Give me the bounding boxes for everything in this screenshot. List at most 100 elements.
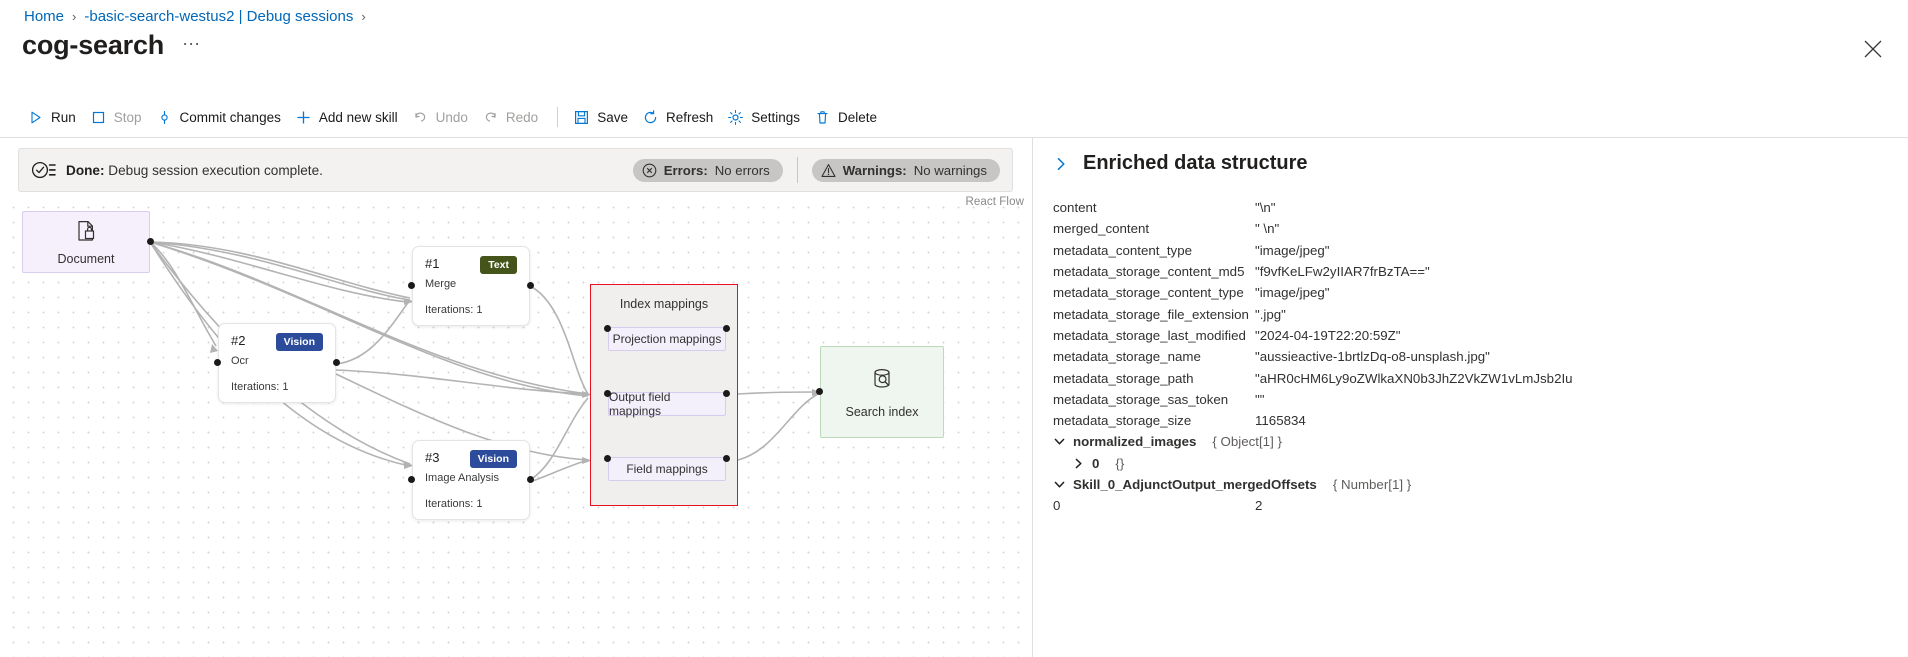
save-label: Save bbox=[597, 109, 628, 125]
tree-value: " \n" bbox=[1255, 221, 1280, 237]
skill-2-output-port[interactable] bbox=[333, 359, 340, 366]
tree-row[interactable]: content "\n" bbox=[1033, 197, 1908, 218]
skill-2-input-port[interactable] bbox=[214, 359, 221, 366]
stop-label: Stop bbox=[113, 109, 142, 125]
stop-button[interactable]: Stop bbox=[85, 106, 151, 129]
node-document[interactable]: Document bbox=[22, 211, 150, 273]
tree-row[interactable]: metadata_storage_size 1165834 bbox=[1033, 410, 1908, 431]
tree-row[interactable]: metadata_content_type "image/jpeg" bbox=[1033, 240, 1908, 261]
tree-row-normalized-images-0[interactable]: 0 {} bbox=[1033, 453, 1908, 474]
errors-label: Errors: bbox=[663, 162, 708, 178]
field-mappings-output-port[interactable] bbox=[723, 455, 730, 462]
tree-key-group: 0 {} bbox=[1072, 456, 1124, 471]
tree-key-label: 0 bbox=[1092, 455, 1100, 471]
output-field-mappings-output-port[interactable] bbox=[723, 390, 730, 397]
play-icon bbox=[27, 109, 44, 126]
chip-output-field-mappings[interactable]: Output field mappings bbox=[608, 390, 726, 418]
tree-row-normalized-images[interactable]: normalized_images { Object[1] } bbox=[1033, 431, 1908, 452]
chevron-down-icon[interactable] bbox=[1053, 435, 1066, 448]
tree-key-group: Skill_0_AdjunctOutput_mergedOffsets { Nu… bbox=[1053, 477, 1411, 492]
tree-row[interactable]: metadata_storage_content_md5 "f9vfKeLFw2… bbox=[1033, 261, 1908, 282]
skill-2-number: #2 bbox=[231, 333, 246, 348]
skill-3-badge: Vision bbox=[469, 450, 517, 468]
tree-key-group: normalized_images { Object[1] } bbox=[1053, 434, 1282, 449]
tree-row[interactable]: metadata_storage_name "aussieactive-1brt… bbox=[1033, 346, 1908, 367]
chip-field-mappings[interactable]: Field mappings bbox=[608, 457, 726, 481]
skill-3-iterations: Iterations: 1 bbox=[425, 498, 483, 510]
status-bar: Done: Debug session execution complete. … bbox=[18, 148, 1013, 192]
skill-2-name: Ocr bbox=[231, 355, 249, 367]
index-mappings-title: Index mappings bbox=[619, 297, 709, 311]
skill-1-output-port[interactable] bbox=[527, 282, 534, 289]
node-skill-2-ocr[interactable]: #2 Vision Ocr Iterations: 1 bbox=[218, 323, 336, 403]
tree-row[interactable]: metadata_storage_path "aHR0cHM6Ly9oZWlka… bbox=[1033, 367, 1908, 388]
more-options-button[interactable]: ⋯ bbox=[182, 34, 201, 54]
panel-splitter[interactable] bbox=[1032, 138, 1033, 657]
delete-button[interactable]: Delete bbox=[809, 106, 886, 129]
tree-row[interactable]: metadata_storage_last_modified "2024-04-… bbox=[1033, 325, 1908, 346]
projection-mappings-output-port[interactable] bbox=[723, 325, 730, 332]
tree-key: metadata_storage_size bbox=[1053, 413, 1192, 429]
tree-value: "\n" bbox=[1255, 200, 1276, 216]
output-field-mappings-input-port[interactable] bbox=[604, 390, 611, 397]
tree-row[interactable]: merged_content " \n" bbox=[1033, 218, 1908, 239]
chevron-down-icon[interactable] bbox=[1053, 478, 1066, 491]
group-index-mappings[interactable]: Index mappings Projection mappings Outpu… bbox=[590, 284, 738, 506]
node-skill-1-merge[interactable]: #1 Text Merge Iterations: 1 bbox=[412, 246, 530, 326]
breadcrumb-item-debug-sessions[interactable]: -basic-search-westus2 | Debug sessions bbox=[84, 8, 354, 25]
tree-key: metadata_storage_file_extension bbox=[1053, 306, 1249, 322]
warnings-badge[interactable]: Warnings: No warnings bbox=[811, 158, 1000, 182]
save-button[interactable]: Save bbox=[568, 106, 637, 129]
node-search-index[interactable]: Search index bbox=[820, 346, 944, 438]
commit-changes-label: Commit changes bbox=[179, 109, 281, 125]
node-skill-3-image-analysis[interactable]: #3 Vision Image Analysis Iterations: 1 bbox=[412, 440, 530, 520]
tree-key: metadata_storage_last_modified bbox=[1053, 327, 1246, 343]
skillset-flow-canvas[interactable]: React Flow bbox=[0, 194, 1032, 657]
document-output-port[interactable] bbox=[147, 238, 154, 245]
title-row: cog-search ⋯ bbox=[22, 30, 200, 61]
chevron-right-icon[interactable] bbox=[1072, 457, 1085, 470]
skill-1-input-port[interactable] bbox=[408, 282, 415, 289]
warning-triangle-icon bbox=[821, 163, 836, 177]
tree-value-type: { Object[1] } bbox=[1212, 434, 1282, 450]
field-mappings-input-port[interactable] bbox=[604, 455, 611, 462]
tree-row[interactable]: metadata_storage_content_type "image/jpe… bbox=[1033, 282, 1908, 303]
tree-key: content bbox=[1053, 200, 1097, 216]
chevron-right-icon[interactable] bbox=[1053, 156, 1069, 172]
redo-label: Redo bbox=[505, 109, 539, 125]
tree-row-merged-offset-0[interactable]: 0 2 bbox=[1033, 495, 1908, 516]
errors-badge[interactable]: Errors: No errors bbox=[632, 158, 783, 182]
settings-button[interactable]: Settings bbox=[722, 106, 809, 129]
search-index-icon bbox=[869, 366, 895, 397]
add-new-skill-button[interactable]: Add new skill bbox=[290, 106, 407, 129]
skill-3-output-port[interactable] bbox=[527, 476, 534, 483]
skill-1-header: #1 Text bbox=[425, 256, 517, 274]
close-icon[interactable] bbox=[1860, 36, 1886, 62]
tree-row[interactable]: metadata_storage_sas_token "" bbox=[1033, 389, 1908, 410]
tree-key-label: Skill_0_AdjunctOutput_mergedOffsets bbox=[1073, 477, 1317, 492]
commit-changes-button[interactable]: Commit changes bbox=[151, 106, 290, 129]
projection-mappings-input-port[interactable] bbox=[604, 325, 611, 332]
search-index-input-port[interactable] bbox=[816, 388, 823, 395]
run-button[interactable]: Run bbox=[22, 106, 85, 129]
enriched-data-panel: Enriched data structure content "\n" mer… bbox=[1033, 138, 1908, 657]
redo-button[interactable]: Redo bbox=[477, 106, 547, 129]
chip-projection-mappings[interactable]: Projection mappings bbox=[608, 327, 726, 351]
skill-3-input-port[interactable] bbox=[408, 476, 415, 483]
status-state-label: Done: bbox=[66, 162, 105, 178]
breadcrumb-separator-icon: › bbox=[72, 9, 77, 24]
breadcrumb-item-home[interactable]: Home bbox=[24, 8, 65, 25]
undo-button[interactable]: Undo bbox=[407, 106, 477, 129]
add-new-skill-label: Add new skill bbox=[318, 109, 398, 125]
errors-value: No errors bbox=[714, 162, 770, 178]
tree-row[interactable]: metadata_storage_file_extension ".jpg" bbox=[1033, 303, 1908, 324]
skill-3-name: Image Analysis bbox=[425, 472, 499, 484]
refresh-button[interactable]: Refresh bbox=[637, 106, 722, 129]
page-title: cog-search bbox=[22, 30, 165, 60]
skill-1-name: Merge bbox=[425, 278, 457, 290]
tree-row-skill-0-adjunct-output-merged-offsets[interactable]: Skill_0_AdjunctOutput_mergedOffsets { Nu… bbox=[1033, 474, 1908, 495]
tree-value-type: {} bbox=[1115, 455, 1125, 471]
breadcrumb-separator-icon: › bbox=[361, 9, 366, 24]
tree-value: "2024-04-19T22:20:59Z" bbox=[1255, 327, 1401, 343]
